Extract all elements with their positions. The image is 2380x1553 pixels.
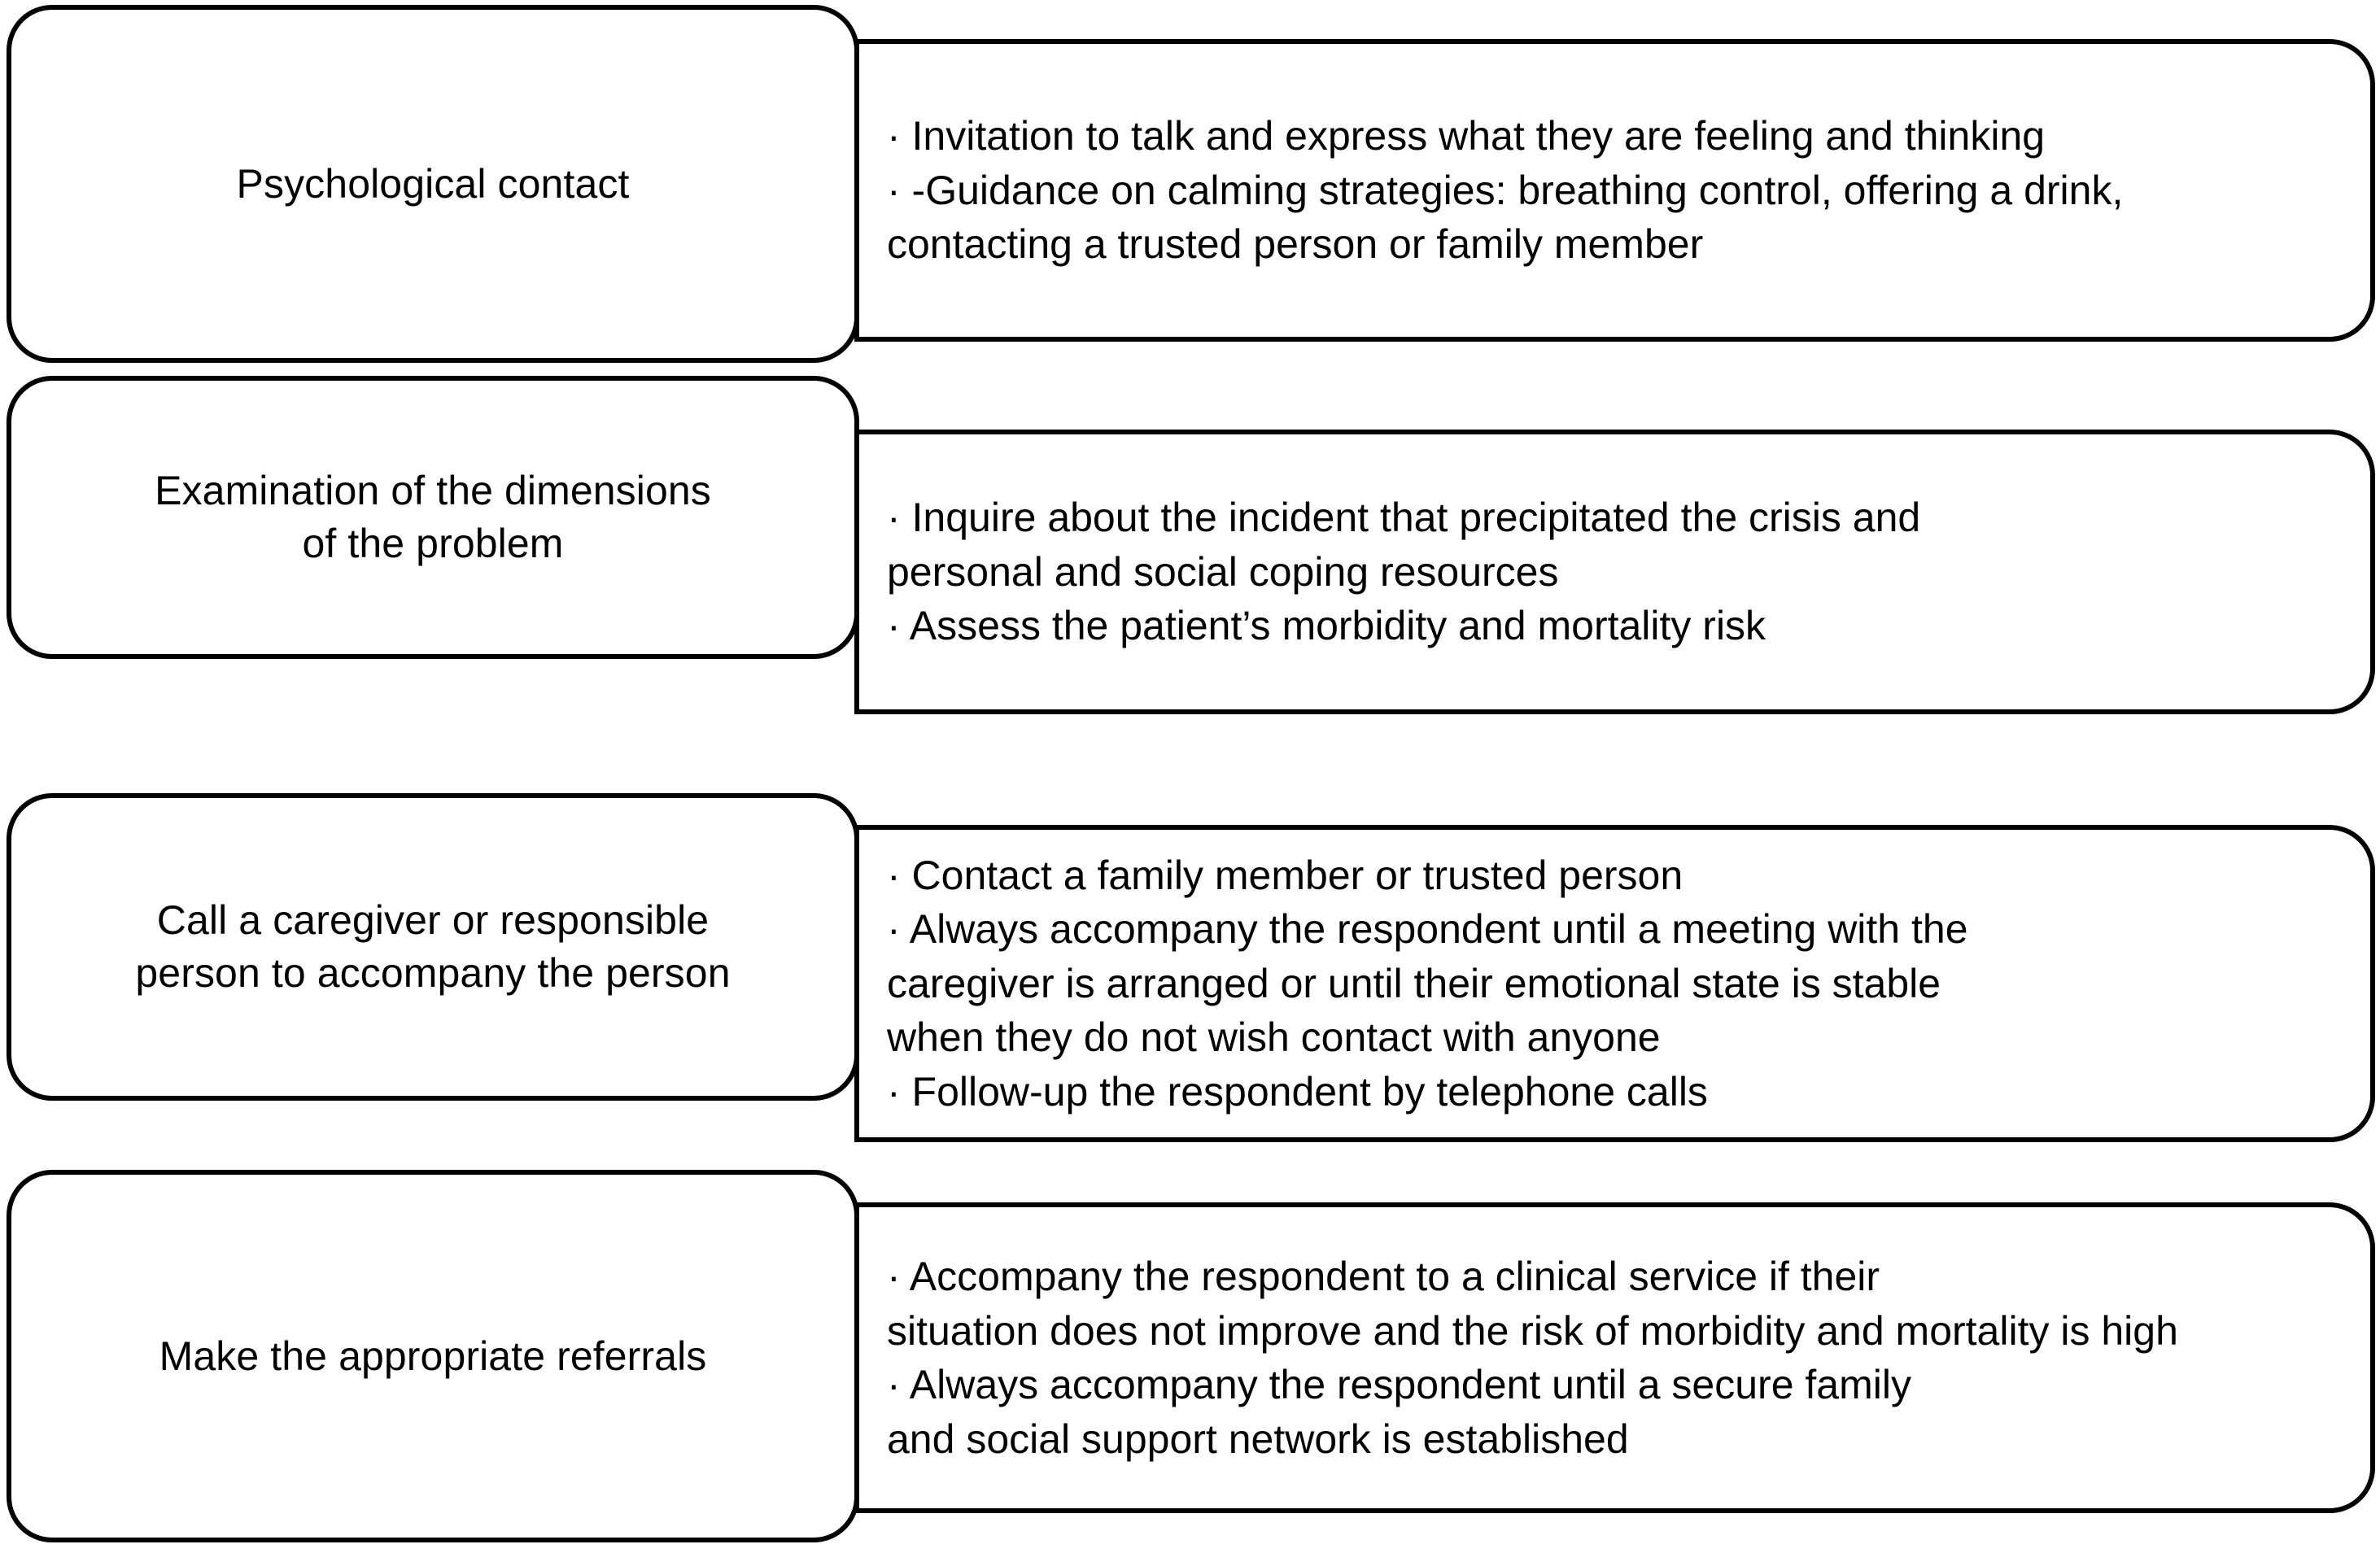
step-label-box-4: Make the appropriate referrals: [7, 1170, 859, 1542]
step-label-text-1: Psychological contact: [236, 160, 630, 207]
step-label-box-3: Call a caregiver or responsible person t…: [7, 793, 859, 1101]
step-label-text-2: Examination of the dimensions of the pro…: [155, 468, 711, 566]
step-label-box-1: Psychological contact: [7, 5, 859, 363]
step-detail-box-4: · Accompany the respondent to a clinical…: [854, 1202, 2375, 1513]
step-detail-text-3: · Contact a family member or trusted per…: [887, 852, 1968, 1115]
step-label-text-3: Call a caregiver or responsible person t…: [135, 897, 731, 996]
step-detail-box-1: · Invitation to talk and express what th…: [854, 39, 2375, 342]
step-label-text-4: Make the appropriate referrals: [159, 1333, 707, 1379]
step-detail-box-2: · Inquire about the incident that precip…: [854, 430, 2375, 714]
step-label-box-2: Examination of the dimensions of the pro…: [7, 376, 859, 659]
step-detail-box-3: · Contact a family member or trusted per…: [854, 825, 2375, 1142]
step-detail-text-4: · Accompany the respondent to a clinical…: [887, 1254, 2178, 1462]
step-detail-text-2: · Inquire about the incident that precip…: [887, 495, 1921, 649]
step-detail-text-1: · Invitation to talk and express what th…: [887, 113, 2124, 268]
